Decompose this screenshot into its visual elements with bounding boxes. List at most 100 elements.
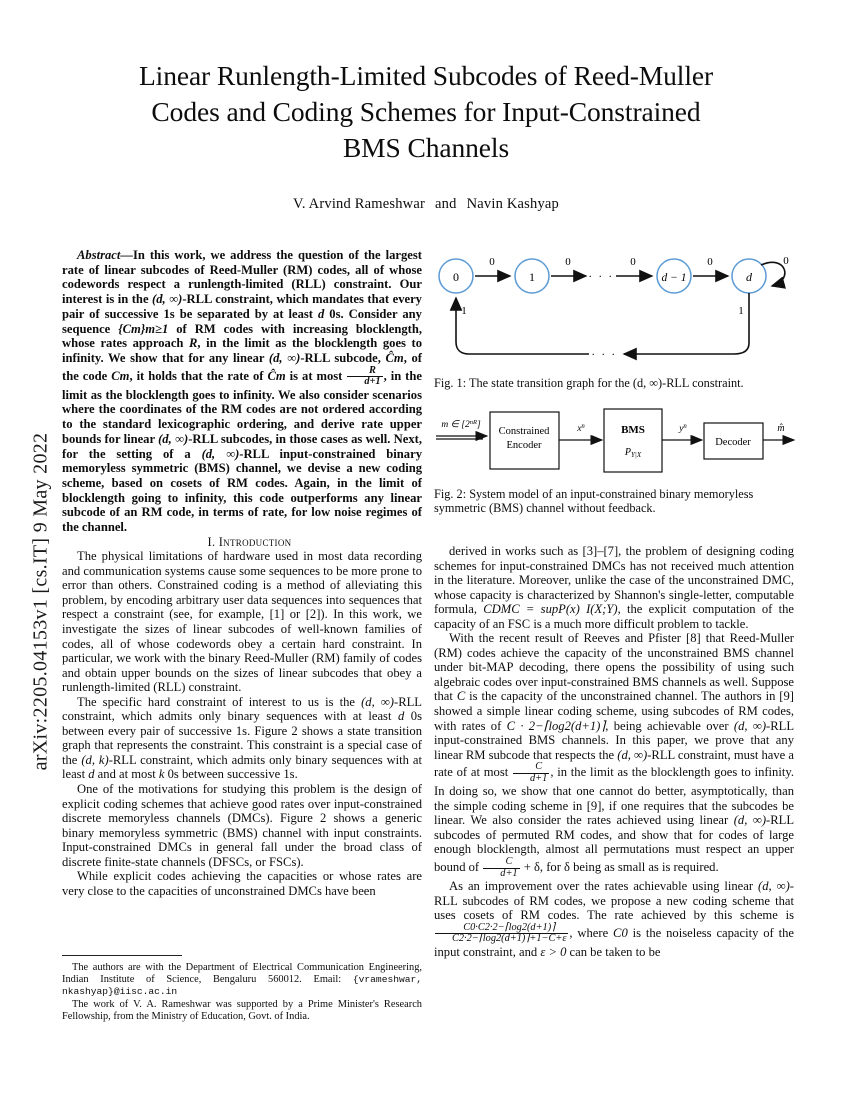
rp2-frac2-denominator: d+1: [483, 867, 520, 880]
block-bms-channel: [603, 408, 663, 473]
figure2-input-label: m ∈ [2nR]: [441, 419, 481, 430]
abstract-math-1: (d, ∞): [152, 292, 183, 307]
state-node-d-minus-1: [656, 258, 692, 294]
figure-1-state-transition-graph: 0 1 d − 1 d · · · 0 0 0 0 0 · · · 1 1: [434, 248, 794, 374]
right-paragraph-1: derived in works such as [3]–[7], the pr…: [434, 544, 794, 631]
rp2-math-5: (d, ∞): [733, 813, 767, 828]
right-paragraph-2: With the recent result of Reeves and Pfi…: [434, 631, 794, 879]
abstract-math-5: (d, ∞): [268, 350, 301, 365]
page-title: Linear Runlength-Limited Subcodes of Ree…: [70, 58, 782, 166]
p2-text-e: and at most: [94, 767, 159, 782]
rp2-frac2-numerator: C: [505, 856, 513, 867]
abstract: Abstract—In this work, we address the qu…: [62, 248, 422, 535]
edge-label-top-1: 0: [489, 256, 495, 268]
block-constrained-encoder-label-2: Encoder: [507, 440, 542, 451]
abstract-text-9: is at most: [285, 368, 347, 383]
abstract-text-7: , of the code: [62, 350, 422, 383]
state-node-1-label: 1: [529, 270, 535, 284]
state-node-0: [438, 258, 474, 294]
figure-1-caption: Fig. 1: The state transition graph for t…: [434, 376, 744, 390]
p2-math-1: (d, ∞): [361, 694, 395, 709]
p2-math-5: k: [158, 767, 165, 782]
footnote-funding: The work of V. A. Rameshwar was supporte…: [62, 998, 422, 1022]
rp1-text-a: derived in works such as [3]–[7], the pr…: [434, 544, 794, 617]
rp2-math-1: C: [456, 689, 466, 704]
rp2-frac1-numerator: C: [535, 761, 543, 773]
figure-1-svg: 0 1 d − 1 d · · · 0 0 0 0 0 · · · 1 1: [438, 255, 789, 361]
block-constrained-encoder-label-1: Constrained: [499, 426, 550, 437]
rp2-math-4: (d, ∞): [617, 747, 648, 762]
rp2-text-d: -RLL input-constrained BMS channels. In …: [434, 718, 795, 762]
footnote-affiliation-text: The authors are with the Department of E…: [62, 962, 422, 986]
figure2-output-label: m̂: [777, 423, 784, 434]
rp3-text-a: As an improvement over the rates achieva…: [449, 879, 759, 894]
self-loop-label: 0: [783, 255, 789, 267]
block-constrained-encoder: [489, 411, 560, 470]
abstract-math-2: d: [318, 306, 325, 321]
rp3-frac-numerator: C0·C2·2−⌈log2(d+1)⌉: [463, 921, 556, 933]
edge-label-top-3: 0: [630, 256, 636, 268]
rp1-text-b: , the explicit computation of the capaci…: [434, 602, 794, 631]
author-list: V. Arvind Rameshwar and Navin Kashyap: [70, 196, 782, 213]
block-bms-label: BMS: [621, 424, 645, 436]
state-node-0-label: 0: [453, 270, 459, 284]
edge-label-top-4: 0: [707, 256, 713, 268]
arrow-yn-barb: [691, 435, 702, 441]
abstract-math-3: {Cm}m≥1: [118, 321, 169, 336]
return-edge-right: [622, 293, 750, 361]
abstract-text-3: 0s. Consider any sequence: [62, 306, 422, 336]
intro-paragraph-1: The physical limitations of hardware use…: [62, 549, 422, 695]
rp2-math-3: (d, ∞): [733, 718, 767, 733]
edge-label-top-2: 0: [565, 256, 571, 268]
abstract-math-4: R: [188, 336, 198, 351]
abstract-text-1: In this work, we address the question of…: [62, 248, 422, 307]
abstract-text-5: , in the limit as the blocklength goes t…: [62, 336, 422, 365]
state-node-1: [514, 258, 550, 294]
title-line-3: BMS Channels: [342, 132, 510, 163]
intro-paragraph-2: The specific hard constraint of interest…: [62, 695, 422, 782]
author-first: V. Arvind Rameshwar: [293, 196, 426, 212]
footnote-email: {vrameshwar, nkashyap}@iisc.ac.in: [62, 974, 422, 998]
rp2-text-f: , in the limit as the blocklength goes t…: [434, 765, 794, 828]
block-decoder-label: Decoder: [715, 437, 751, 448]
figure-2-system-model: m ∈ [2nR] Constrained Encoder xn BMS PY|…: [434, 404, 796, 484]
rp2-text-b: is the capacity of the unconstrained cha…: [434, 689, 794, 733]
abstract-math-8: Ĉm: [267, 368, 286, 383]
title-block: Linear Runlength-Limited Subcodes of Ree…: [70, 58, 782, 213]
block-decoder: [703, 422, 764, 460]
footnote-affiliation: The authors are with the Department of E…: [62, 962, 422, 999]
p2-text-f: 0s between successive 1s.: [164, 767, 298, 782]
signal-xn-label: xn: [576, 423, 585, 434]
rp3-math-1: (d, ∞): [758, 879, 790, 894]
abstract-math-6: Ĉm: [385, 350, 404, 365]
abstract-math-7: Cm: [111, 368, 130, 383]
intro-paragraph-4: While explicit codes achieving the capac…: [62, 869, 422, 898]
abstract-text-12: -RLL input-constrained binary memoryless…: [62, 446, 422, 535]
abstract-text-4: of RM codes with increasing blocklength,…: [62, 321, 422, 351]
rp3-text-b: -RLL subcodes of RM codes, we propose a …: [434, 879, 794, 923]
figure-2-svg: m ∈ [2nR] Constrained Encoder xn BMS PY|…: [436, 408, 796, 473]
abstract-math-10: (d, ∞): [201, 446, 240, 461]
right-paragraph-3: As an improvement over the rates achieva…: [434, 879, 794, 959]
rp3-text-e: can be taken to be: [566, 944, 661, 959]
figure-2-caption-line-1: Fig. 2: System model of an input-constra…: [434, 487, 754, 501]
abstract-text-10: , in the limit as the blocklength goes t…: [62, 368, 422, 446]
footnote-block: The authors are with the Department of E…: [62, 962, 422, 1023]
abstract-text-6: -RLL subcode,: [300, 350, 386, 365]
section-heading-introduction: I. Introduction: [207, 534, 292, 549]
p2-text-a: The specific hard constraint of interest…: [77, 694, 362, 709]
p2-math-3: (d, k): [81, 752, 109, 767]
arrow-xn-barb: [591, 435, 602, 441]
abstract-text-2: -RLL constraint, which mandates that eve…: [62, 292, 422, 321]
rp3-frac-denominator: C2·2−⌈log2(d+1)⌉+1−C+ε: [435, 933, 569, 945]
return-edge-left: [449, 296, 589, 355]
rp2-math-2: C · 2−⌈log2(d+1)⌉: [506, 718, 606, 733]
figure-2-caption-line-2: symmetric (BMS) channel without feedback…: [434, 501, 656, 516]
rp3-text-c: , where: [569, 925, 614, 940]
bottom-ellipsis: · · ·: [591, 347, 617, 361]
abstract-lead: Abstract—: [77, 248, 133, 262]
author-conjunction: and: [435, 196, 457, 212]
author-second: Navin Kashyap: [466, 196, 559, 212]
rp2-text-h: + δ, for δ being as small as is required…: [520, 859, 719, 874]
